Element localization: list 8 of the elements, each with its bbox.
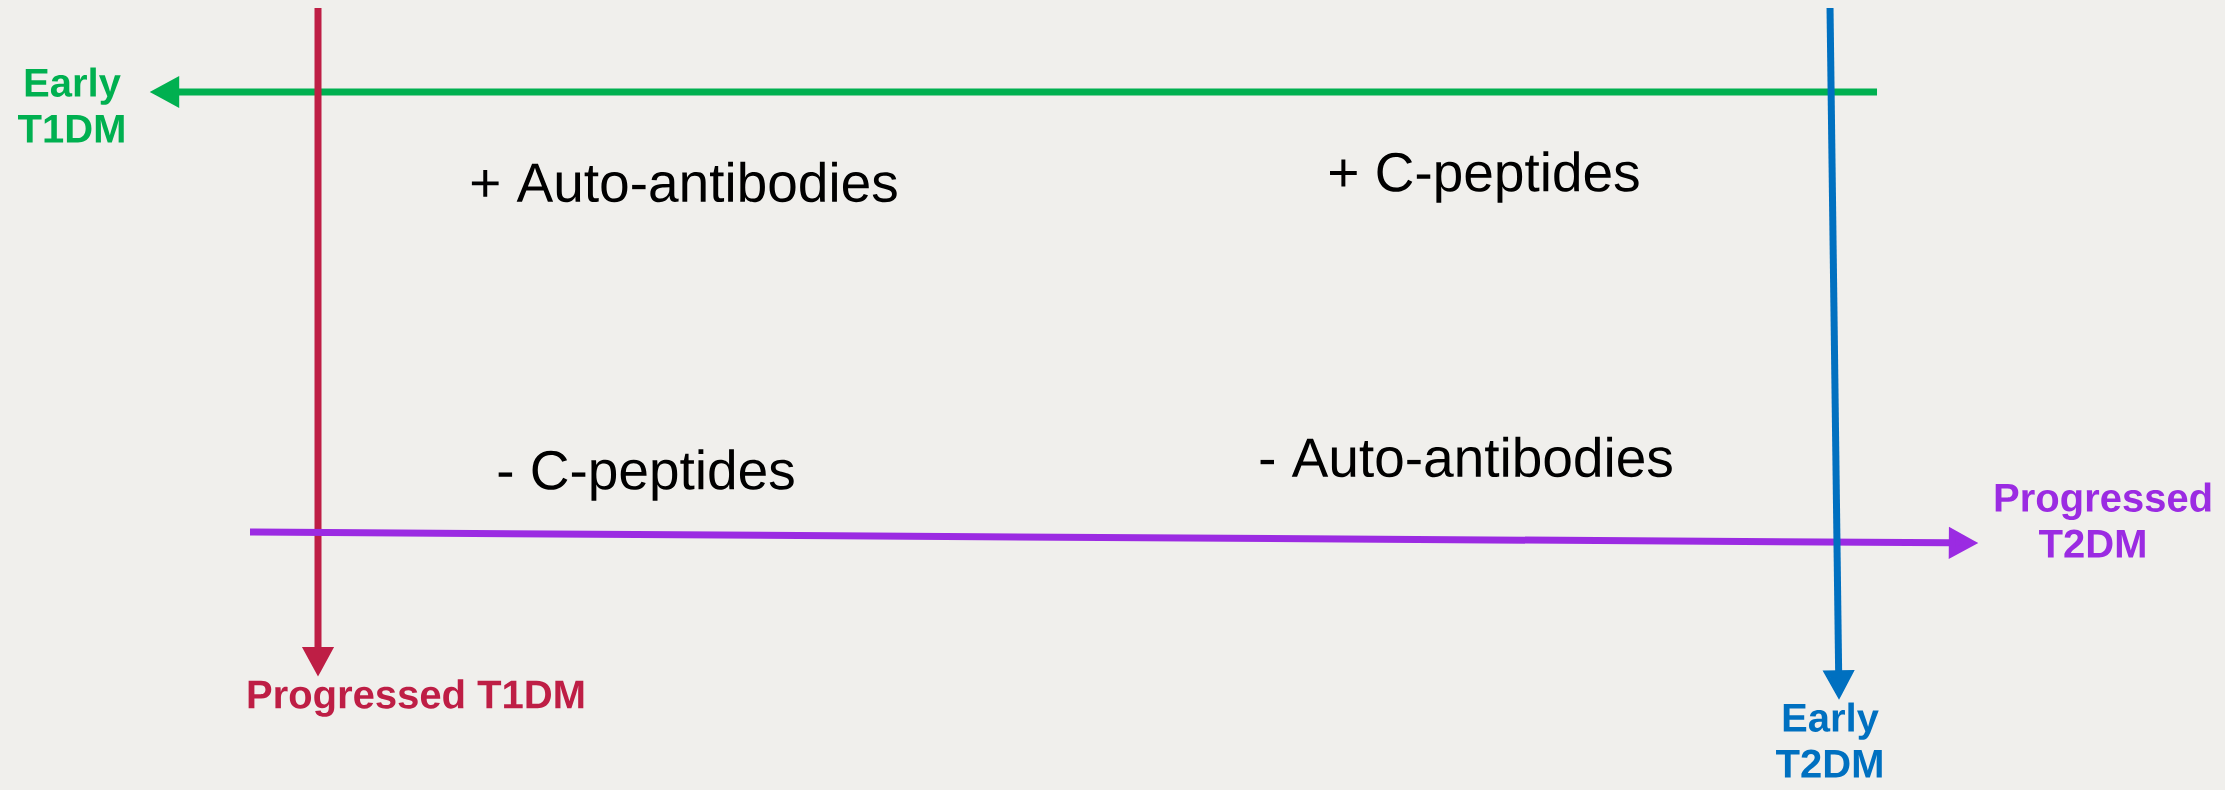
marker-label: + C-peptides: [1330, 151, 1639, 203]
end-label: Early T2DM: [1776, 702, 1882, 778]
marker-label: - Auto-antibodies: [1260, 436, 1672, 478]
end-label: Early T1DM: [18, 67, 124, 143]
marker-label: - C-peptides: [498, 449, 794, 501]
marker-label: + Auto-antibodies: [471, 161, 897, 203]
end-label: Progressed T2DM: [1995, 482, 2211, 558]
end-label: Progressed T1DM: [248, 679, 584, 717]
